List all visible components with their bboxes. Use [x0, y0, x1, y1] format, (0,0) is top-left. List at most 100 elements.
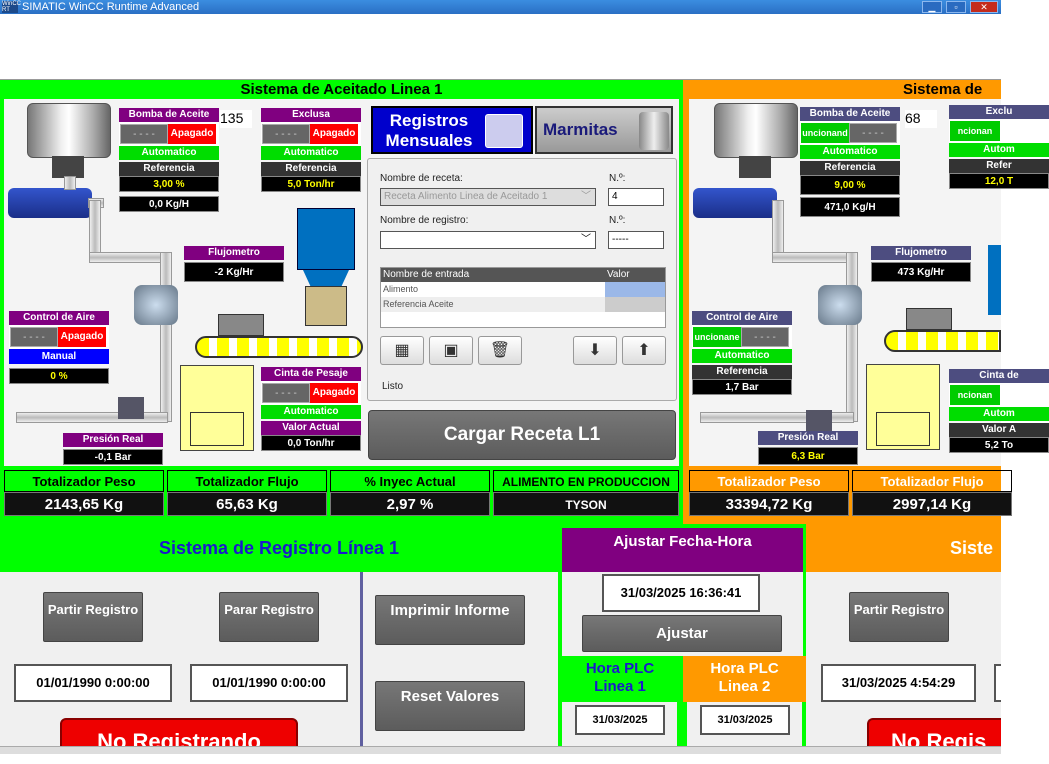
valve-ref-value[interactable]: 5,0 Ton/hr [261, 176, 361, 192]
air-valve-icon [118, 397, 144, 419]
hopper-icon [988, 245, 1001, 315]
pipe [846, 252, 858, 422]
registros-mensuales-button[interactable]: Registros Mensuales [371, 106, 533, 154]
flowmeter2-value: 473 Kg/Hr [871, 262, 971, 282]
top-bar [0, 14, 1001, 80]
air2-ref-label: Referencia [692, 365, 792, 379]
plc1-date: 31/03/2025 [575, 705, 665, 735]
injection-label: % Inyec Actual [330, 470, 490, 492]
table-row[interactable]: Alimento [381, 282, 665, 297]
scale2-mode[interactable]: Autom [949, 407, 1049, 421]
valve-state[interactable]: Apagado [310, 124, 358, 144]
recipe-name-select[interactable]: Receta Alimento Linea de Aceitado 1﹀ [380, 188, 596, 206]
valve2-ref-value[interactable]: 12,0 T [949, 173, 1049, 189]
record-no-input[interactable]: ----- [608, 231, 664, 249]
air2-mode[interactable]: Automatico [692, 349, 792, 363]
download-icon[interactable]: ⬇ [573, 336, 617, 365]
clock-title: Ajustar Fecha-Hora [562, 528, 803, 572]
new-record-icon[interactable]: ▦ [380, 336, 424, 365]
scale-title: Cinta de Pesaje [261, 367, 361, 381]
pump2-ref-value[interactable]: 9,00 % [800, 175, 900, 195]
pump-ref-value[interactable]: 3,00 % [119, 176, 219, 192]
total2-flow-label: Totalizador Flujo [852, 470, 1012, 492]
close-icon[interactable]: ✕ [970, 1, 998, 13]
reset-values-button[interactable]: Reset Valores [375, 681, 525, 731]
pump2-title: Bomba de Aceite [800, 107, 900, 121]
recipe-name-label: Nombre de receta: [380, 173, 463, 184]
column-header-value: Valor [607, 269, 630, 280]
scale-actual-value: 0,0 Ton/hr [261, 435, 361, 451]
tank-base [52, 156, 84, 178]
total2-flow-value: 2997,14 Kg [852, 492, 1012, 516]
horizontal-scrollbar[interactable] [0, 746, 1001, 754]
divider [360, 572, 363, 754]
pump2-state[interactable]: uncionand [801, 123, 849, 143]
registro2-header [806, 524, 1001, 572]
flowmeter-faceplate: Flujometro -2 Kg/Hr [184, 246, 284, 282]
adjust-datetime-button[interactable]: Ajustar [582, 615, 782, 652]
stop-log-button[interactable]: Parar Registro [219, 592, 319, 642]
air-value[interactable]: 0 % [9, 368, 109, 384]
valve2-title: Exclu [949, 105, 1049, 119]
start-log-button[interactable]: Partir Registro [43, 592, 143, 642]
load-recipe-button[interactable]: Cargar Receta L1 [368, 410, 676, 460]
scale-state[interactable]: Apagado [310, 383, 358, 403]
scale-mode[interactable]: Automatico [261, 405, 361, 419]
oil-tank-icon [714, 103, 798, 158]
scale-faceplate: Cinta de Pesaje - - - - Apagado Automati… [261, 367, 361, 451]
pipe [89, 252, 169, 263]
wincc-logo-icon: WinCC RT [2, 1, 21, 13]
air2-faceplate: Control de Aire uncionane - - - - Automa… [692, 311, 792, 395]
valve-mode[interactable]: Automatico [261, 146, 361, 160]
upload-icon[interactable]: ⬆ [622, 336, 666, 365]
table-row[interactable]: Referencia Aceite [381, 297, 665, 312]
air2-state[interactable]: uncionane [693, 327, 741, 347]
scale2-faceplate: Cinta de ncionan Autom Valor A 5,2 To [949, 369, 1049, 453]
valve2-faceplate: Exclu ncionan Autom Refer 12,0 T [949, 105, 1049, 189]
start-log2-button[interactable]: Partir Registro [849, 592, 949, 642]
column-header-entry: Nombre de entrada [383, 269, 470, 280]
valve-ref-label: Referencia [261, 162, 361, 176]
total-weight-value: 2143,65 Kg [4, 492, 164, 516]
minimize-icon[interactable]: ▁ [922, 1, 942, 13]
pipe [160, 252, 172, 422]
pump2-mode[interactable]: Automatico [800, 145, 900, 159]
valve-title: Exclusa [261, 108, 361, 122]
plc1-time-label: Hora PLC Linea 1 [558, 656, 682, 702]
kettle-icon [639, 112, 669, 150]
pump2-flow-value: 471,0 Kg/H [800, 197, 900, 217]
valve2-mode[interactable]: Autom [949, 143, 1049, 157]
air-mode[interactable]: Manual [9, 349, 109, 364]
pump-state[interactable]: Apagado [168, 124, 216, 144]
maximize-icon[interactable]: ▫ [946, 1, 966, 13]
valve2-state[interactable]: ncionan [950, 121, 1000, 141]
total2-weight-value: 33394,72 Kg [689, 492, 849, 516]
flowmeter-value: -2 Kg/Hr [184, 262, 284, 282]
save-icon[interactable]: ▣ [429, 336, 473, 365]
air-state[interactable]: Apagado [58, 327, 106, 347]
pipe [89, 200, 101, 260]
marmitas-button[interactable]: Marmitas [535, 106, 673, 154]
flowmeter2-faceplate: Flujometro 473 Kg/Hr [871, 246, 971, 282]
print-report-button[interactable]: Imprimir Informe [375, 595, 525, 645]
rotary-valve-icon [305, 286, 347, 326]
table-cell-value[interactable] [605, 282, 665, 297]
log-end-date: 01/01/1990 0:00:00 [190, 664, 348, 702]
pipe [772, 252, 852, 263]
table-cell-value[interactable] [605, 297, 665, 312]
scale2-state[interactable]: ncionan [950, 385, 1000, 405]
food-production-value: TYSON [493, 492, 679, 516]
recipe-no-input[interactable]: 4 [608, 188, 664, 206]
air2-value[interactable]: 1,7 Bar [692, 379, 792, 395]
datetime-input[interactable]: 31/03/2025 16:36:41 [602, 574, 760, 612]
pump2-counter: 68 [905, 110, 937, 128]
window-titlebar: WinCC RT SIMATIC WinCC Runtime Advanced … [0, 0, 1001, 14]
air-status-dash: - - - - [10, 327, 58, 347]
valve2-ref-label: Refer [949, 159, 1049, 173]
record-name-select[interactable]: ﹀ [380, 231, 596, 249]
pump2-status-dash: - - - - [849, 123, 897, 143]
pump-mode[interactable]: Automatico [119, 146, 219, 160]
pipe [772, 200, 784, 260]
delete-icon[interactable]: 🗑 [478, 336, 522, 365]
total2-weight-label: Totalizador Peso [689, 470, 849, 492]
